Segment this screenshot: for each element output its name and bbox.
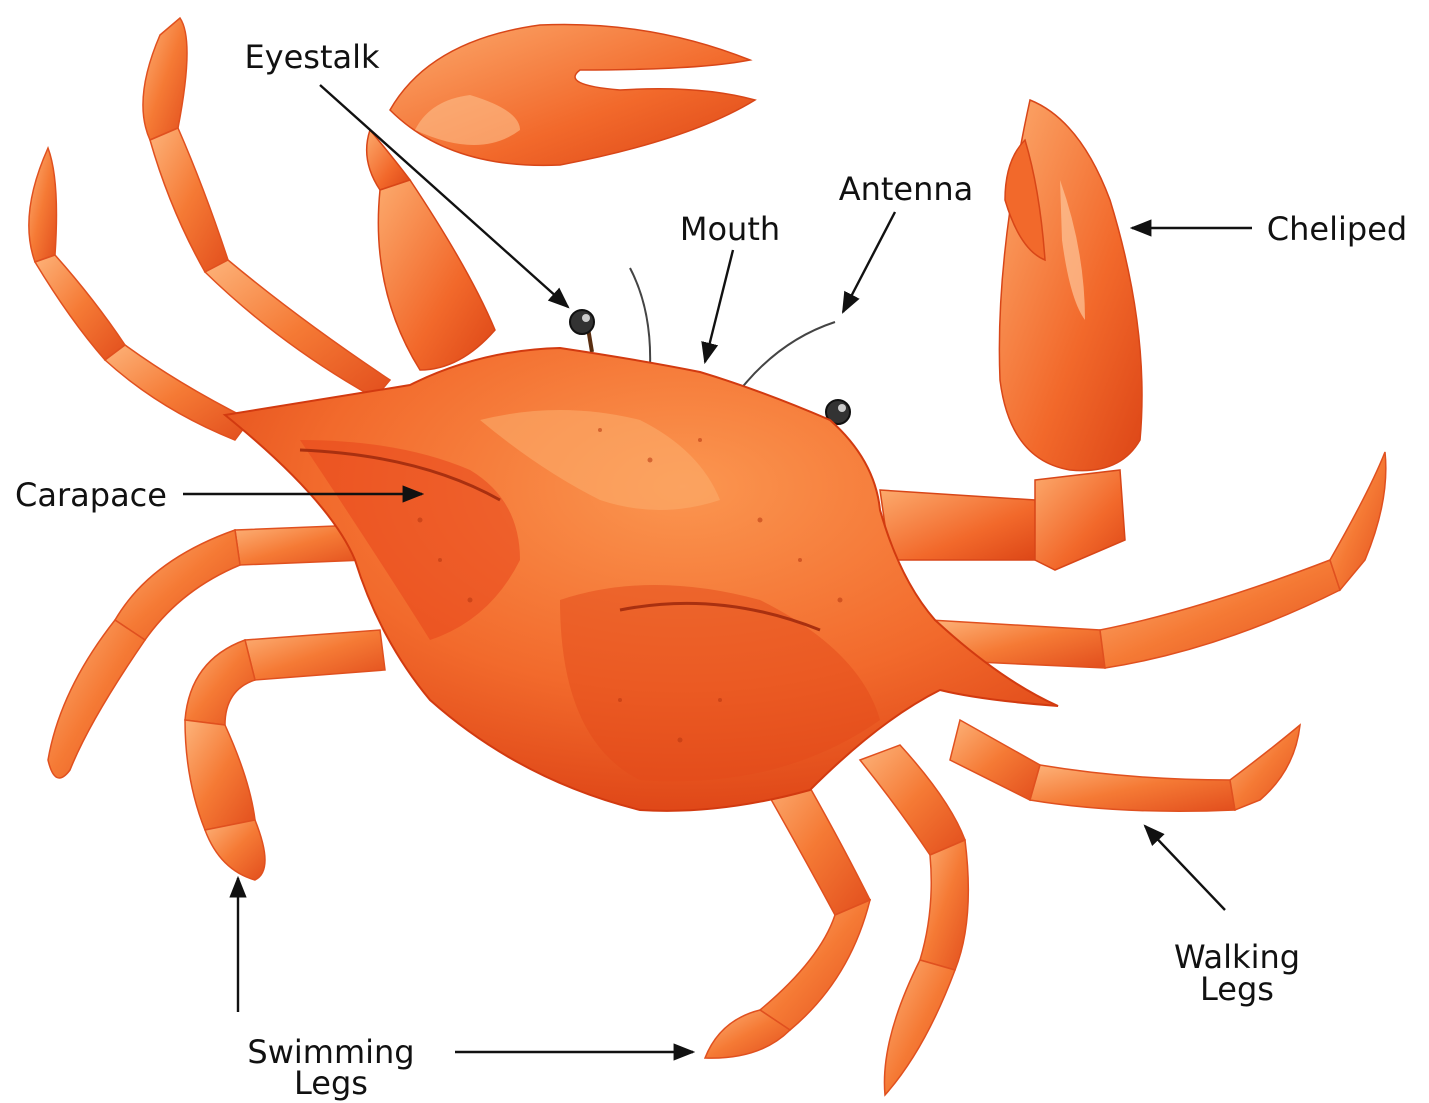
upper-left-legs — [29, 18, 390, 440]
crab-body — [225, 348, 1058, 811]
left-cheliped — [367, 24, 755, 370]
label-mouth: Mouth — [680, 210, 780, 248]
label-antenna: Antenna — [839, 170, 974, 208]
label-walking-legs-line2: Legs — [1200, 970, 1274, 1008]
walking-legs-arrow — [1145, 826, 1225, 910]
label-eyestalk: Eyestalk — [244, 38, 380, 76]
label-carapace: Carapace — [15, 476, 167, 514]
label-swimming-legs-line2: Legs — [294, 1064, 368, 1102]
lower-left-legs — [48, 525, 385, 880]
label-cheliped: Cheliped — [1267, 210, 1407, 248]
crab-illustration — [29, 18, 1386, 1095]
antenna-arrow — [843, 212, 895, 312]
mouth-arrow — [705, 250, 733, 362]
